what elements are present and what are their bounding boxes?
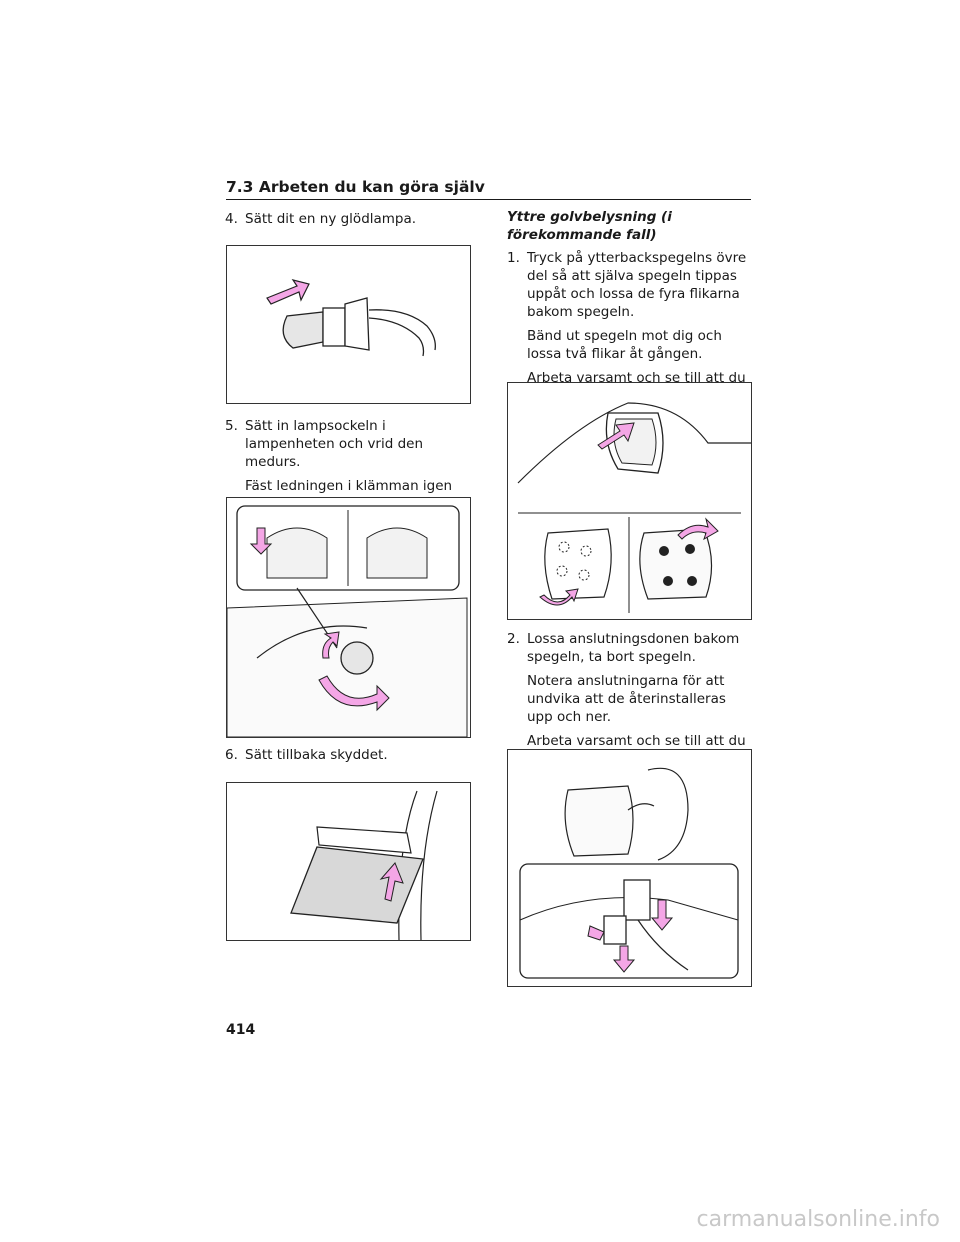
- figure-mirror-tabs: [507, 382, 752, 620]
- step-text: Sätt dit en ny glödlampa.: [245, 211, 417, 227]
- figure-connectors: [507, 749, 752, 987]
- watermark: carmanualsonline.info: [696, 1207, 940, 1232]
- mirror-housing: [647, 767, 689, 861]
- figure-lamp-socket: [226, 497, 471, 738]
- step-text: Sätt tillbaka skyddet.: [245, 747, 388, 763]
- cover: [290, 846, 424, 924]
- release-arrow: [677, 517, 719, 541]
- housing: [266, 527, 328, 579]
- wire: [627, 803, 655, 811]
- body-edge: [420, 790, 438, 940]
- mirror-housing: [639, 528, 713, 600]
- step-note: Bänd ut spegeln mot dig och lossa två fl…: [527, 328, 722, 362]
- wire: [637, 919, 689, 971]
- step-text: Sätt in lampsockeln i lampenheten och vr…: [245, 418, 424, 470]
- down-arrow: [249, 527, 273, 555]
- step-text: Lossa anslutningsdonen bakom spegeln, ta…: [527, 631, 740, 665]
- step-number: 5.: [225, 418, 238, 434]
- mirror-back: [564, 785, 634, 857]
- connector: [623, 879, 651, 921]
- press-arrow: [587, 925, 605, 941]
- step-text: Tryck på ytterbackspegelns övre del så a…: [527, 250, 747, 320]
- clip: [685, 544, 695, 554]
- door-line: [517, 402, 751, 484]
- housing: [366, 527, 428, 579]
- opening: [316, 826, 412, 854]
- clip: [687, 576, 697, 586]
- rotate-arrow: [318, 675, 390, 712]
- page-number: 414: [226, 1022, 256, 1038]
- step-note: Notera anslutningarna för att undvika at…: [527, 673, 726, 725]
- clip: [663, 576, 673, 586]
- inset-frame: [519, 863, 739, 979]
- clip: [659, 546, 669, 556]
- pull-arrow: [650, 899, 674, 931]
- socket-round: [340, 641, 374, 675]
- wire: [256, 625, 368, 659]
- up-arrow: [379, 862, 404, 902]
- step-6: 6. Sätt tillbaka skyddet.: [225, 746, 470, 770]
- tab: [558, 541, 570, 553]
- pull-arrow: [612, 945, 636, 973]
- wire: [368, 309, 436, 351]
- wire: [368, 317, 425, 357]
- step-number: 1.: [507, 250, 520, 266]
- tab: [556, 565, 568, 577]
- mirror-back: [544, 528, 612, 600]
- bulb-glass: [282, 311, 324, 349]
- tab: [580, 545, 592, 557]
- figure-bulb: [226, 245, 471, 404]
- step-number: 2.: [507, 631, 520, 647]
- subheading: Yttre golvbelysning (i förekommande fall…: [507, 209, 672, 243]
- insert-arrow: [266, 279, 310, 305]
- connector: [603, 915, 627, 945]
- pry-arrow: [539, 588, 579, 606]
- step-number: 6.: [225, 747, 238, 763]
- step-4: 4. Sätt dit en ny glödlampa.: [225, 210, 470, 234]
- bulb-base: [322, 307, 346, 347]
- step-1: 1. Tryck på ytterbackspegelns övre del s…: [507, 249, 752, 411]
- step-number: 4.: [225, 211, 238, 227]
- panel-line: [519, 897, 739, 921]
- socket: [344, 297, 370, 351]
- section-header: 7.3 Arbeten du kan göra själv: [226, 178, 751, 200]
- rotate-arrow-tip: [322, 631, 340, 659]
- push-arrow: [597, 422, 635, 450]
- tab: [578, 569, 590, 581]
- figure-cover: [226, 782, 471, 941]
